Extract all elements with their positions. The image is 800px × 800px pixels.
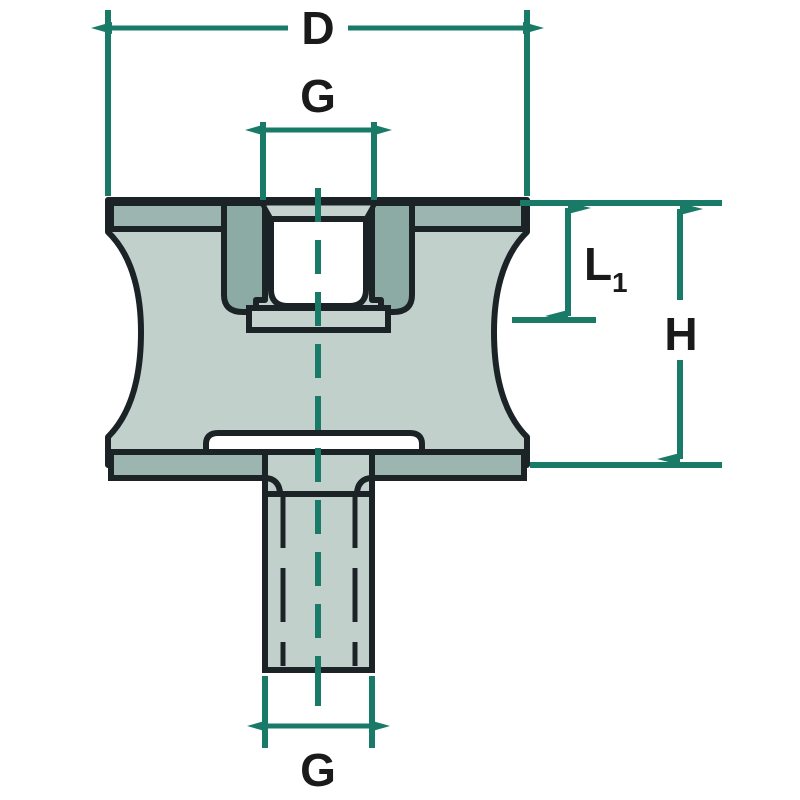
bottom-flange-right [369, 449, 527, 481]
dim-L1-subscript: 1 [612, 267, 628, 298]
upper-bush-pocket [221, 200, 415, 315]
dim-L1-label: L [584, 238, 612, 290]
dimension-H: H [530, 200, 722, 468]
dimension-L1: L 1 [512, 200, 628, 323]
bottom-flange-plate [108, 430, 527, 481]
bottom-flange-left [108, 449, 268, 481]
bush-pocket-left [221, 200, 268, 315]
dim-G-top-label: G [300, 70, 336, 122]
dimension-G-top: G [245, 70, 392, 200]
top-flange-plate [108, 200, 527, 232]
dim-H-label: H [664, 308, 697, 360]
dim-D-label: D [301, 2, 334, 54]
dimension-G-bottom: G [247, 676, 390, 796]
bush-pocket-right [369, 200, 415, 315]
dimension-D: D [91, 2, 544, 196]
dim-H-label-backdrop [654, 300, 710, 360]
dim-G-bottom-label: G [300, 744, 336, 796]
